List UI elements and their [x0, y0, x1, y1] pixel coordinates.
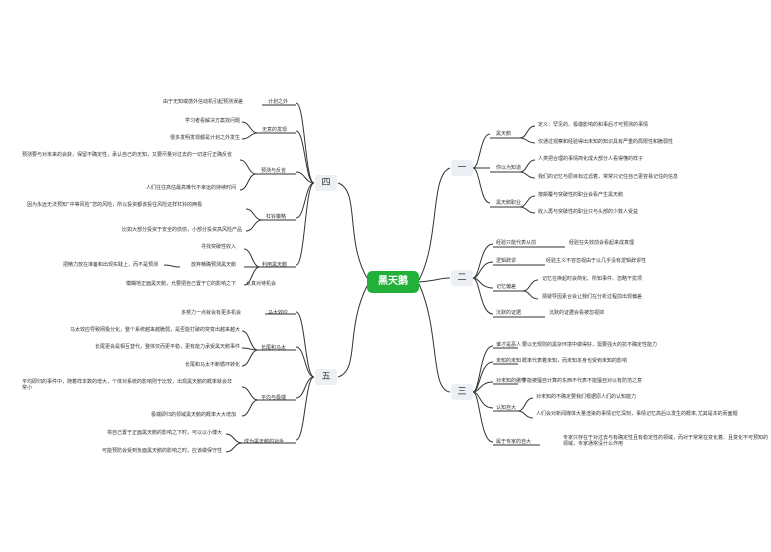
topic-label[interactable]: 经验只能代表从前 — [496, 240, 537, 246]
topic-label[interactable]: 你以为知道 — [496, 165, 522, 171]
leaf-text[interactable]: 长尾和马太不断循环转化 — [184, 362, 240, 368]
leaf-text[interactable]: 将自己置于正面黑天鹅的影响之下时，可以以小博大 — [106, 430, 222, 436]
leaf-text[interactable]: 模糊地正面黑天鹅，允要把自己置于它的影响之下 — [125, 281, 236, 287]
leaf-text[interactable]: 定义：罕见的、极端影响的和事后才可预测的事情 — [538, 122, 649, 128]
leaf-text[interactable]: 仅通过观察和经验得出未知的知识具有严重的局限性和脆弱性 — [538, 139, 674, 145]
topic-label[interactable]: 谁才是恶人 — [496, 342, 522, 348]
leaf-text[interactable]: 人们会对新闻媒体大量渲染的事情记忆深刻，事情记忆高后以发生的概率,尤其是本的而面… — [536, 411, 738, 417]
leaf-text[interactable]: 由于无知或感外信动机引起预测误差 — [162, 99, 243, 105]
branch-node-2[interactable]: 二 — [451, 270, 473, 286]
leaf-text[interactable]: 长尾更会是相互替代，整体仅而更平稳，更有能力承受黑天鹅事件 — [94, 344, 240, 350]
leaf-text[interactable]: 对未知的不确定要我们根据原人们的认知能力 — [536, 394, 637, 400]
leaf-text[interactable]: 平均即归的事件中，随着样本数的增大，个体对系统的影响则于比较，出现黑天鹅的概率就… — [22, 379, 233, 391]
topic-label[interactable]: 逻辑辞谬 — [496, 258, 517, 264]
topic-label[interactable]: 无意的发现 — [262, 127, 288, 133]
leaf-text[interactable]: 放弃精确预测黑天鹅 — [190, 262, 236, 268]
leaf-text[interactable]: 寻找突破性收入 — [200, 244, 236, 250]
leaf-text[interactable]: 马太效应导致网极分化，整个系统越来越脆弱，是否能打破的突变出越来越大 — [69, 327, 240, 333]
topic-label[interactable]: 利用黑天鹅 — [262, 262, 288, 268]
leaf-text[interactable]: 比如大部分投资于安全的债债，小部分投资高风险产品 — [121, 227, 242, 233]
leaf-text[interactable]: 记忆在唤起时会简化、所知事件、忽略干扰项 — [542, 276, 643, 282]
connector-lines — [163, 102, 565, 453]
topic-label[interactable]: 属于专家的自大 — [496, 439, 532, 445]
leaf-text[interactable]: 认真对待机会 — [246, 281, 277, 287]
topic-label[interactable]: 沉默的证据 — [496, 310, 522, 316]
topic-label[interactable]: 记忆偏差 — [496, 284, 517, 290]
leaf-text[interactable]: 可能预防会受到负面黑天鹅的影响之时，应该做保守性 — [101, 448, 222, 454]
topic-label[interactable]: 成为黑天鹅的对手 — [244, 439, 285, 445]
topic-label[interactable]: 长尾和马太 — [261, 345, 287, 351]
leaf-text[interactable]: 经验主义不容忽视由于以几乎没有逻辑辞谬性 — [546, 258, 647, 264]
topic-label[interactable]: 计划之外 — [268, 99, 289, 105]
topic-label[interactable]: 认知自大 — [496, 405, 517, 411]
leaf-text[interactable]: 极端即归的领域黑天鹅的概率大大增加 — [150, 412, 236, 418]
leaf-text[interactable]: 预测要与对未来的会获，保留不确定性，承认自己的无知，又要尽量对过去的一切进行正确… — [22, 152, 233, 158]
topic-label[interactable]: 预测与反省 — [261, 168, 287, 174]
leaf-text[interactable]: 经验在失效前会看起来成真理 — [569, 240, 635, 246]
branch-node-4[interactable]: 四 — [315, 175, 337, 191]
topic-label[interactable]: 对未知的傲慢 — [496, 378, 527, 384]
topic-label[interactable]: 黑天鹅职业 — [496, 200, 522, 206]
leaf-text[interactable]: 要以无规则的黑杂环境中做得好，需要强大的抗不确定性能力 — [522, 342, 658, 348]
leaf-text[interactable]: 不能被擅自计算的东西不代表不能擅自对以有防范之意 — [522, 378, 643, 384]
root-node[interactable]: 黑天鹅 — [367, 271, 419, 293]
leaf-text[interactable]: 我们的记忆与原目标过滤着，常常只记住自己更容易记住的信息 — [538, 174, 679, 180]
branch-node-3[interactable]: 三 — [451, 384, 473, 400]
topic-label[interactable]: 马太效应 — [268, 310, 289, 316]
leaf-text[interactable]: 沉默的证据会看被忽视掉 — [549, 310, 605, 316]
topic-label[interactable]: 平均与极端 — [261, 395, 287, 401]
leaf-text[interactable]: 按颠覆与突破性的职业会看产生黑天鹅 — [538, 192, 624, 198]
leaf-text[interactable]: 学习者看解决方案找问题 — [184, 118, 240, 124]
leaf-text[interactable]: 多努力一点就会有更多机会 — [180, 310, 241, 316]
leaf-text[interactable]: 因为永远无法预知“中等风险”您的风险，所以投资都该投往风险这样杠铃的两极 — [27, 202, 203, 208]
leaf-text[interactable]: 把精力放在准备和出现实践上，而不是预测 — [62, 262, 158, 268]
leaf-text[interactable]: 收入再与突破性的职业只与头部的少数人受益 — [538, 209, 639, 215]
branch-node-5[interactable]: 五 — [315, 369, 337, 385]
topic-label[interactable]: 未知的未知 — [496, 358, 522, 364]
leaf-text[interactable]: 人们往往高估最高难代不幸运的持续时间 — [145, 185, 236, 191]
branch-node-1[interactable]: 一 — [451, 160, 473, 176]
leaf-text[interactable]: 很多发明发现都是计划之外发生 — [169, 135, 240, 141]
topic-label[interactable]: 杠铃策略 — [266, 214, 287, 220]
leaf-text[interactable]: 人类把合理的事情简化成大部分人看得懂的样子 — [538, 156, 644, 162]
leaf-text[interactable]: 专家只存在于对过去与有确定性且有稳定性的领域，而对于常常在变化着、且变化不可预知… — [563, 435, 769, 447]
leaf-text[interactable]: 概率代表着未知，而未知本身也受到未知的影响 — [522, 358, 628, 364]
leaf-text[interactable]: 猜疑导因素合会让我们在分析过程前出现偏差 — [542, 294, 643, 300]
topic-label[interactable]: 黑天鹅 — [496, 131, 512, 137]
